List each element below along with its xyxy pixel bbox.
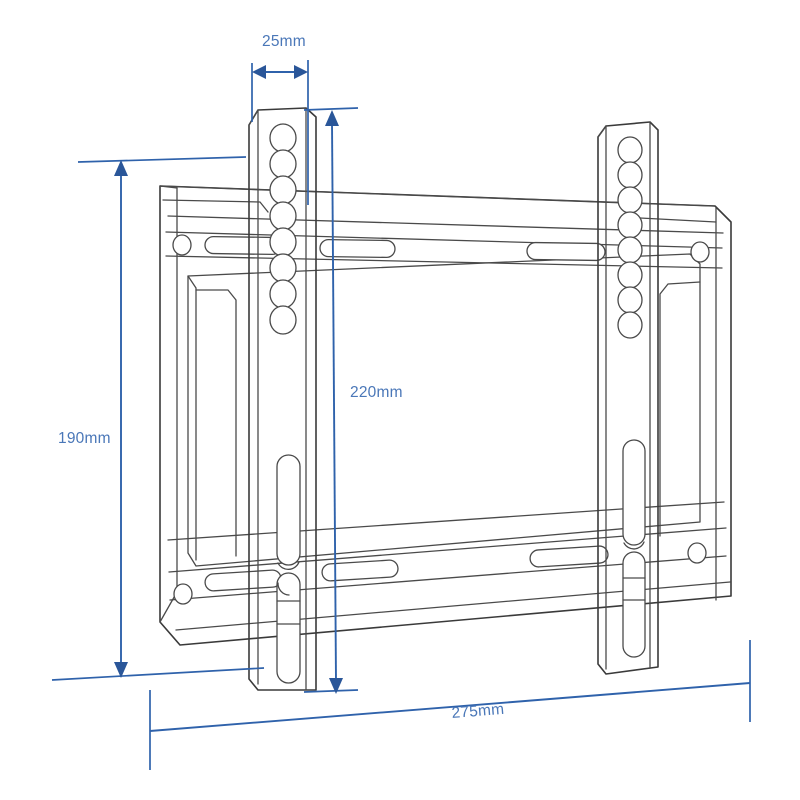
right-rail-hole-1: [617, 136, 643, 164]
right-rail-slot-upper: [622, 439, 646, 546]
left-rail-hole-8: [269, 305, 297, 335]
dim-275mm-line: [149, 682, 751, 732]
recess-left-step: [187, 275, 197, 561]
right-rail-hole-4: [617, 211, 643, 239]
plate-round-hole-bottom-left: [173, 583, 193, 605]
dimension-220mm: 220mm: [303, 107, 403, 694]
left-rail-top-cap: [248, 109, 259, 126]
dim-25mm-arrow-right: [294, 65, 308, 79]
left-rail-hole-5: [269, 227, 297, 257]
dim-275mm-label: 275mm: [451, 701, 505, 722]
left-rail-slot-upper-shade: [277, 561, 300, 570]
dimension-25mm: 25mm: [251, 33, 309, 205]
right-rail-top-cap: [597, 125, 607, 138]
right-rail-hole-7: [617, 286, 643, 314]
left-rail-hole-4: [269, 201, 297, 231]
plate-round-hole-bottom-right: [687, 542, 707, 564]
plate-slot-lower-right: [529, 545, 609, 568]
back-plate-bottom-fold-2: [175, 581, 731, 631]
left-vertical-rail: [248, 107, 317, 691]
back-plate-left-fold-upper: [159, 185, 178, 189]
plate-slot-upper-mid: [319, 238, 396, 259]
left-rail-hole-3: [269, 175, 297, 205]
plate-left-shoulder: [195, 289, 237, 557]
left-rail-slot-lower: [276, 572, 301, 684]
left-rail-hole-1: [269, 123, 297, 153]
right-rail-hole-5: [617, 236, 643, 264]
right-vertical-rail: [597, 121, 659, 675]
right-rail-hole-8: [617, 311, 643, 339]
left-rail-outline: [248, 107, 317, 691]
dim-220mm-line: [331, 121, 337, 683]
left-rail-slot-upper: [276, 454, 301, 566]
right-rail-outline: [597, 121, 659, 675]
dim-220mm-label: 220mm: [350, 384, 403, 401]
right-rail-slot-lower: [622, 551, 646, 658]
plate-top-right-step: [639, 217, 717, 223]
dim-190mm-ext-top: [77, 156, 247, 163]
dimension-275mm: 275mm: [149, 640, 751, 770]
right-rail-hole-3: [617, 186, 643, 214]
back-plate-recess-panel: [187, 253, 701, 567]
plate-slot-upper-right: [526, 241, 606, 262]
plate-round-hole-top-left: [172, 234, 192, 256]
right-rail-slot-upper-shade: [623, 541, 645, 550]
dim-220mm-ext-top: [303, 107, 359, 111]
dim-25mm-arrow-left: [252, 65, 266, 79]
plate-round-hole-top-right: [690, 241, 710, 263]
dim-190mm-arrow-bottom: [114, 662, 128, 678]
dim-190mm-arrow-top: [114, 160, 128, 176]
dim-220mm-ext-bottom: [303, 689, 359, 693]
plate-top-left-step: [162, 199, 269, 213]
right-rail-hole-6: [617, 261, 643, 289]
dimension-190mm: 190mm: [51, 156, 265, 681]
dim-25mm-label: 25mm: [262, 33, 306, 50]
right-rail-hole-2: [617, 161, 643, 189]
plate-slot-lower-mid: [321, 559, 399, 582]
plate-right-shoulder: [659, 281, 701, 537]
back-plate-left-fold: [159, 187, 178, 623]
left-rail-hole-6: [269, 253, 297, 283]
left-rail-hole-2: [269, 149, 297, 179]
left-rail-slot-lower-shade: [277, 582, 290, 596]
dim-220mm-arrow-bottom: [329, 678, 343, 694]
left-rail-hole-7: [269, 279, 297, 309]
plate-slot-lower-left: [204, 569, 282, 592]
dim-190mm-label: 190mm: [58, 430, 111, 447]
dim-190mm-ext-bottom: [51, 667, 265, 681]
dim-220mm-arrow-top: [325, 110, 339, 126]
